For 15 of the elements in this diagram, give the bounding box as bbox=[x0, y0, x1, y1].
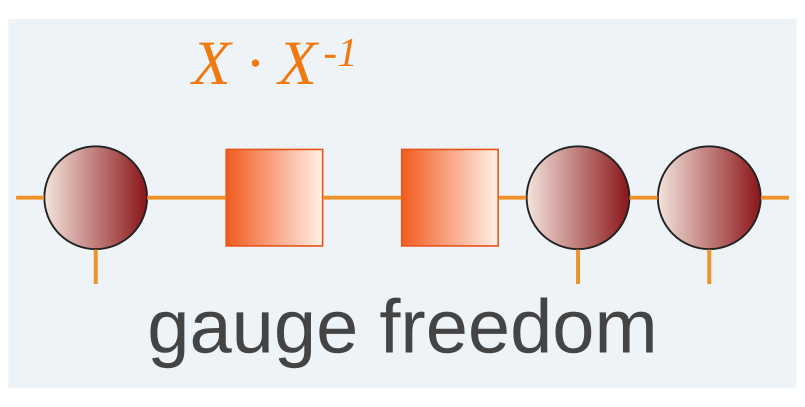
node-box bbox=[225, 148, 324, 247]
node-circle bbox=[43, 145, 148, 250]
node-circle bbox=[656, 145, 762, 250]
connector bbox=[16, 196, 44, 200]
connector bbox=[323, 196, 402, 200]
node-box bbox=[400, 148, 499, 247]
connector bbox=[94, 250, 98, 284]
connector bbox=[576, 250, 580, 284]
caption: gauge freedom bbox=[147, 284, 658, 370]
connector bbox=[147, 196, 226, 200]
connector bbox=[630, 196, 658, 200]
connector bbox=[760, 196, 789, 200]
connector bbox=[498, 196, 526, 200]
connector bbox=[707, 250, 712, 284]
node-circle bbox=[526, 145, 630, 250]
